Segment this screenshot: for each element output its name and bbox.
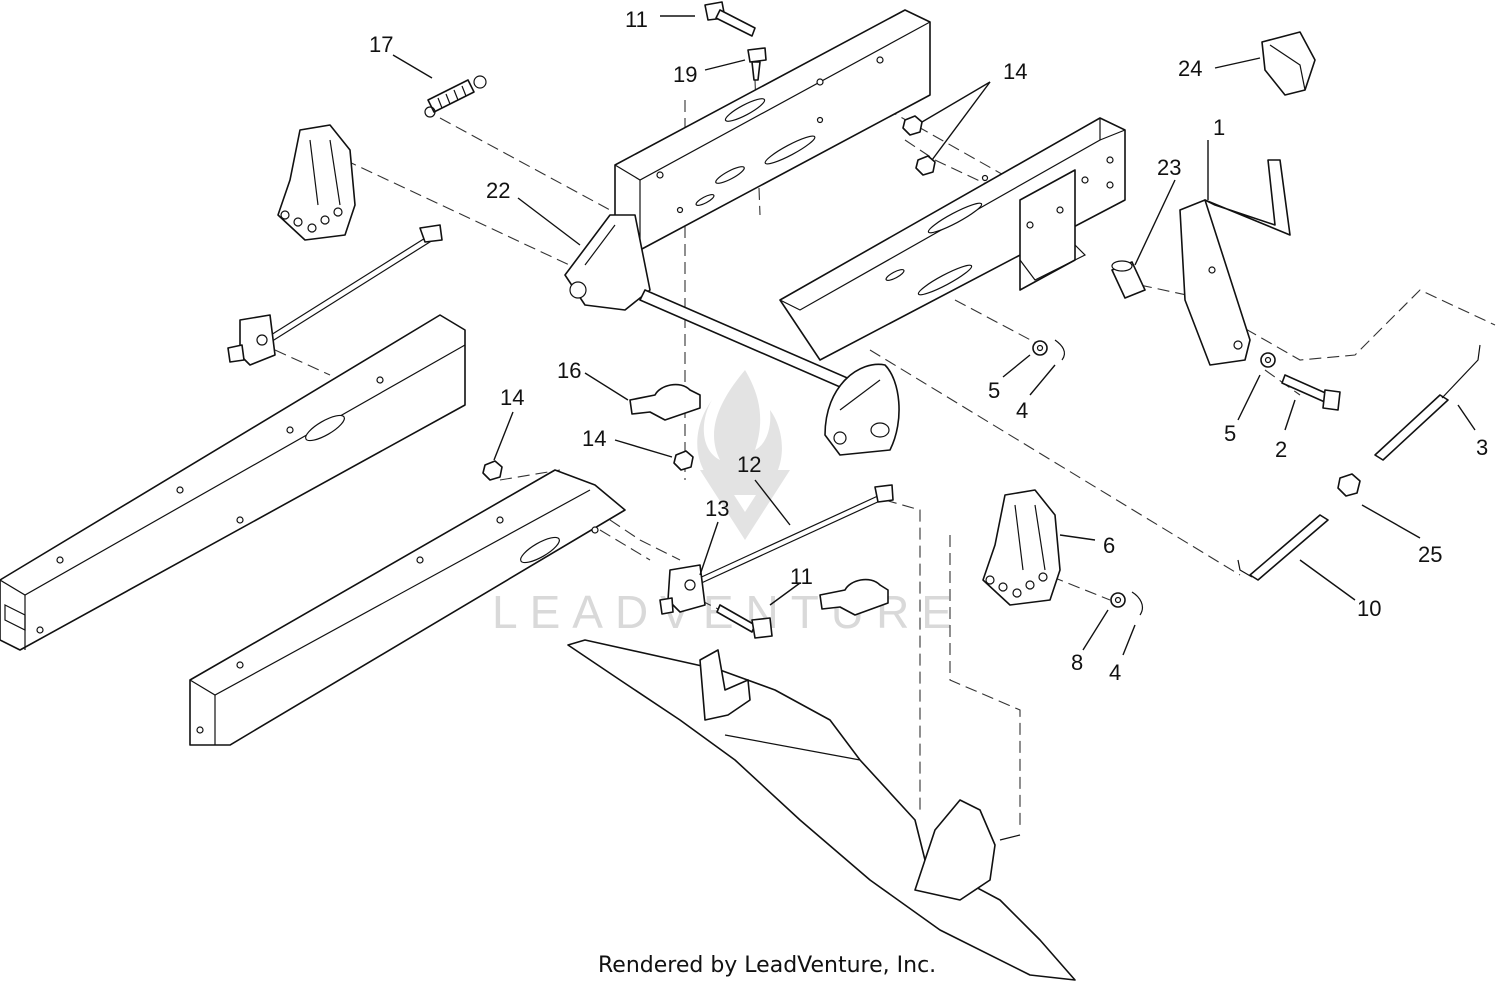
nut-14a — [902, 115, 923, 136]
watermark-v-icon — [700, 470, 790, 540]
height-plate-left — [277, 124, 356, 241]
nut-14c — [482, 460, 503, 481]
main-shaft-assembly — [564, 214, 900, 456]
nut-14b — [915, 155, 936, 176]
lower-frame-rail — [189, 469, 626, 746]
callout-14a: 14 — [1003, 59, 1027, 84]
clip-16b — [819, 578, 889, 616]
rod-10 — [1237, 514, 1329, 581]
lift-lever — [1179, 31, 1316, 366]
callout-12: 12 — [737, 452, 761, 477]
clip-16 — [629, 383, 701, 421]
callout-4b: 4 — [1109, 660, 1121, 685]
callout-23: 23 — [1157, 155, 1181, 180]
screw-19 — [747, 47, 767, 63]
watermark-flame-icon — [697, 370, 782, 495]
height-plate-right — [982, 489, 1061, 606]
lift-rod-upper — [227, 224, 443, 366]
callout-8: 8 — [1071, 650, 1083, 675]
bolt-11-lower — [716, 604, 756, 633]
callout-6: 6 — [1103, 533, 1115, 558]
assembly-lines — [274, 79, 1496, 830]
callout-13: 13 — [705, 496, 729, 521]
left-frame-rail — [0, 314, 466, 651]
spring — [427, 79, 475, 113]
callout-4a: 4 — [1016, 398, 1028, 423]
callout-16: 16 — [557, 358, 581, 383]
callout-17: 17 — [369, 32, 393, 57]
callout-10: 10 — [1357, 596, 1381, 621]
callout-25: 25 — [1418, 542, 1442, 567]
callout-14b: 14 — [500, 385, 524, 410]
callout-5a: 5 — [988, 378, 1000, 403]
right-frame-channel — [779, 117, 1126, 361]
callout-19: 19 — [673, 62, 697, 87]
nut-14d — [673, 450, 694, 471]
rod-3 — [1374, 344, 1481, 461]
callout-1: 1 — [1213, 115, 1225, 140]
leader-lines — [392, 15, 1476, 656]
nut-25 — [1337, 473, 1361, 497]
callout-22: 22 — [486, 178, 510, 203]
callout-14c: 14 — [582, 426, 606, 451]
callouts: 1 2 3 4 4 5 5 6 8 10 11 11 12 13 14 14 1… — [369, 7, 1488, 685]
callout-11a: 11 — [625, 7, 648, 32]
callout-5b: 5 — [1224, 421, 1236, 446]
deck-bracket — [567, 639, 1076, 981]
callout-2: 2 — [1275, 437, 1287, 462]
callout-24: 24 — [1178, 56, 1202, 81]
render-credit: Rendered by LeadVenture, Inc. — [598, 953, 936, 978]
callout-3: 3 — [1476, 435, 1488, 460]
bolt-2 — [1281, 374, 1331, 404]
upper-frame-channel — [614, 9, 931, 251]
knob — [1261, 31, 1316, 96]
lift-rod-lower — [659, 484, 894, 615]
hardware — [424, 1, 1361, 639]
callout-11b: 11 — [790, 564, 813, 589]
cotter-4a — [1054, 339, 1066, 361]
cotter-4b — [1131, 591, 1144, 616]
